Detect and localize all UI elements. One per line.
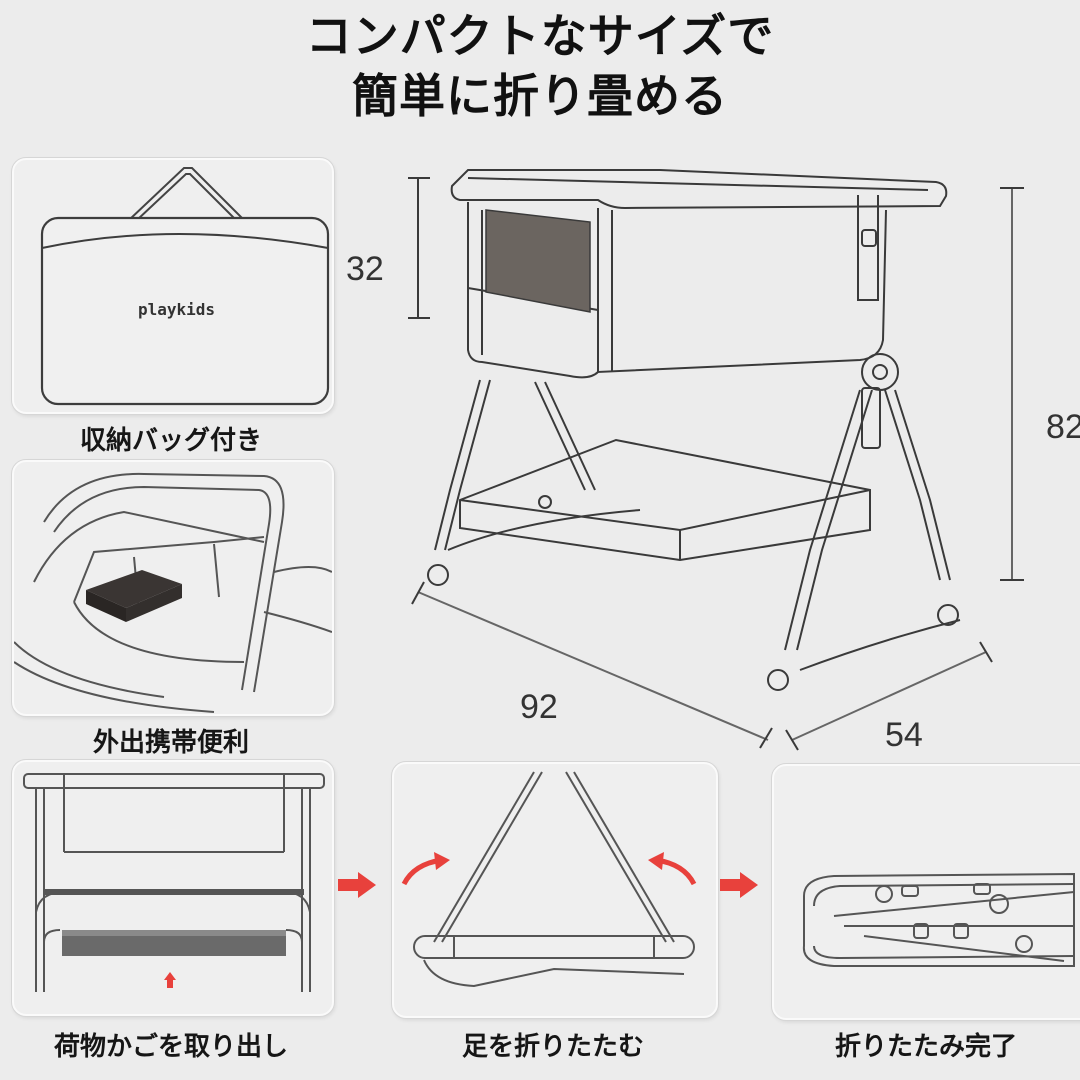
dimension-width: 54 bbox=[885, 716, 923, 754]
bassinet-illustration bbox=[408, 169, 1024, 751]
portable-panel bbox=[12, 460, 334, 716]
dimension-height-upper: 32 bbox=[346, 250, 384, 288]
remove-basket-illustration bbox=[23, 773, 325, 992]
brand-label: playkids bbox=[138, 300, 216, 319]
dimension-height-total: 82 bbox=[1046, 408, 1080, 446]
car-trunk-illustration bbox=[14, 472, 332, 713]
storage-bag-illustration bbox=[40, 167, 330, 406]
up-arrow-icon bbox=[164, 972, 176, 980]
fold-legs-illustration bbox=[401, 771, 697, 988]
step-remove-basket-caption: 荷物かごを取り出し bbox=[53, 1032, 288, 1062]
storage-bag-panel: playkids bbox=[12, 158, 334, 414]
folded-bassinet-illustration bbox=[802, 872, 1075, 967]
page-title-line2: 簡単に折り畳める bbox=[352, 69, 728, 123]
step-fold-complete-caption: 折りたたみ完了 bbox=[834, 1032, 1017, 1062]
portable-caption: 外出携帯便利 bbox=[92, 728, 249, 758]
step-fold-complete-panel bbox=[772, 764, 1080, 1020]
step-remove-basket-panel bbox=[12, 760, 334, 1016]
storage-bag-caption: 収納バッグ付き bbox=[79, 426, 262, 456]
step-fold-legs-panel bbox=[392, 762, 718, 1018]
step-fold-legs-caption: 足を折りたたむ bbox=[461, 1032, 644, 1062]
next-step-arrow-icon bbox=[338, 872, 376, 898]
dimension-length: 92 bbox=[520, 688, 558, 726]
bassinet-diagram: 32 82 92 54 bbox=[340, 150, 1080, 760]
next-step-arrow-icon bbox=[720, 872, 758, 898]
page-title-line1: コンパクトなサイズで bbox=[305, 9, 775, 63]
